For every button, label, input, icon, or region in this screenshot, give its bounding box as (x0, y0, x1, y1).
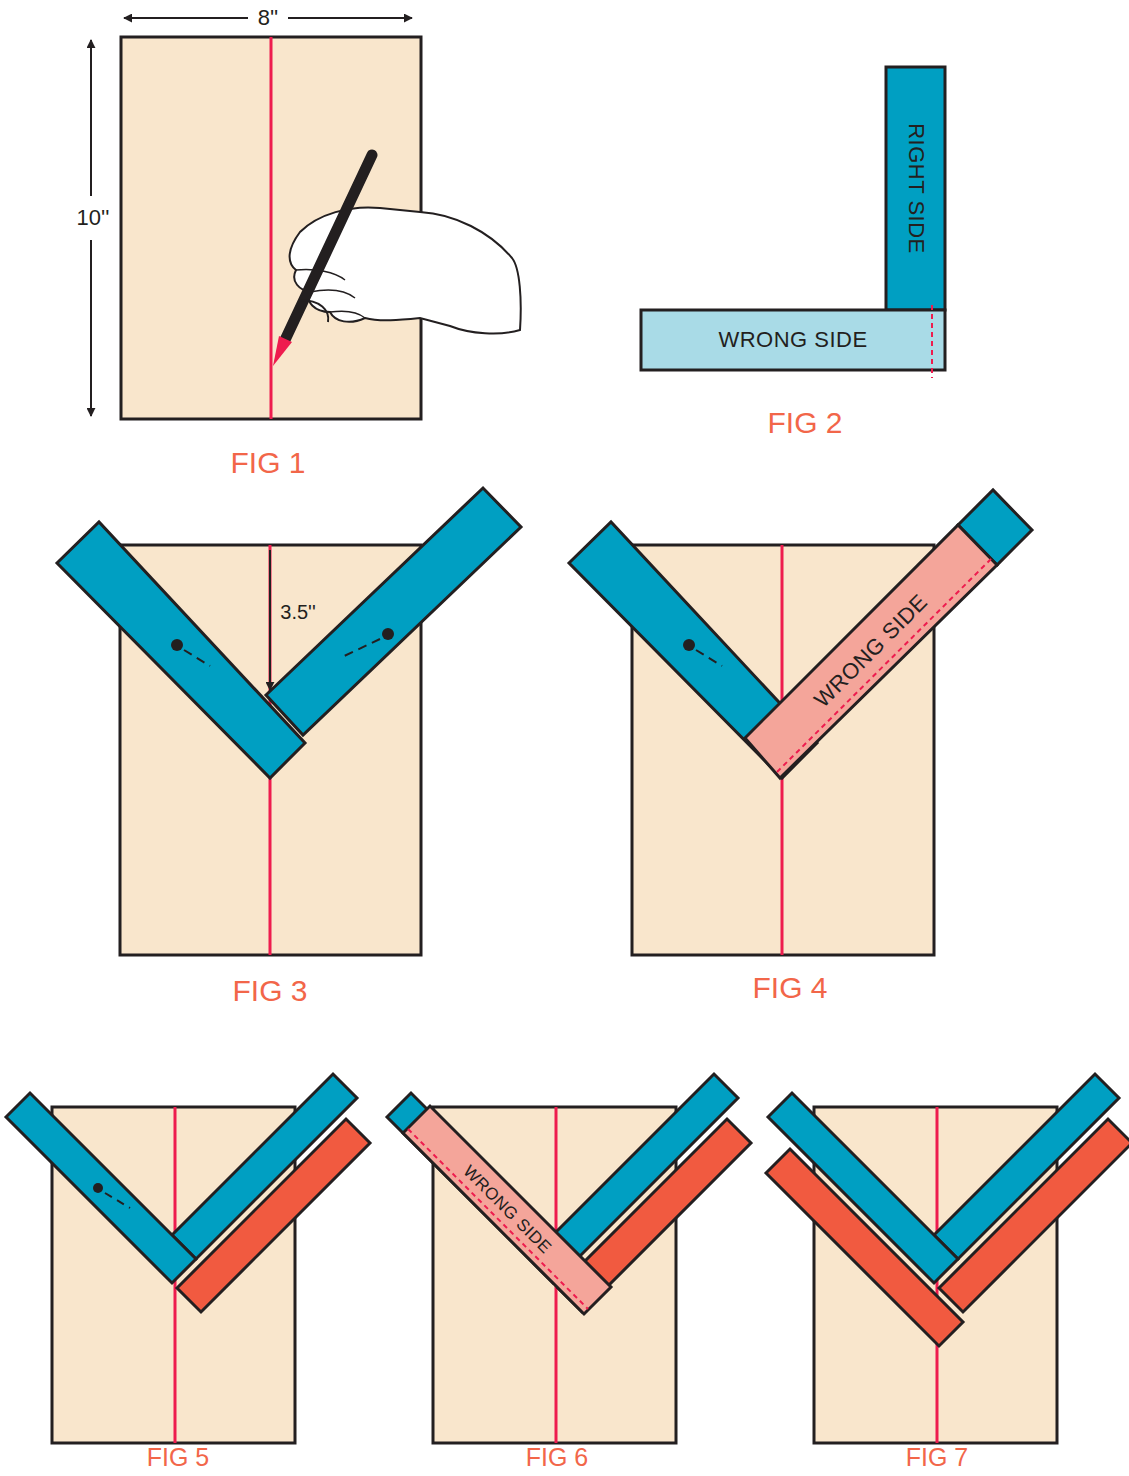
figure-caption: FIG 6 (523, 1444, 592, 1472)
binding-strip-label: WRONG SIDE (744, 524, 997, 777)
pin (683, 639, 695, 651)
binding-strip (177, 1119, 370, 1312)
pencil (285, 155, 372, 340)
dimension-arrow (90, 40, 92, 196)
figure-caption: FIG 4 (749, 971, 830, 1004)
dimension-arrow (269, 550, 271, 690)
seam-line (931, 305, 933, 378)
binding-strip (641, 310, 945, 370)
strip-side-label: WRONG SIDE (718, 328, 867, 352)
strip-side-label: WRONG SIDE (810, 590, 933, 713)
figure-caption: FIG 1 (227, 446, 308, 479)
figure-caption: FIG 7 (903, 1444, 972, 1472)
binding-strip-wrong-side (403, 1106, 611, 1314)
figure-caption: FIG 3 (229, 974, 310, 1007)
dimension-arrow (124, 17, 248, 19)
binding-strip (766, 1149, 963, 1346)
pin (93, 1183, 103, 1193)
hand (290, 207, 521, 333)
binding-strip-wrong-side (745, 525, 997, 778)
pin-shaft (184, 650, 210, 666)
dimension-arrow (90, 240, 92, 416)
strip-side-label: WRONG SIDE (459, 1162, 555, 1258)
binding-strip-label: RIGHT SIDE (886, 67, 945, 310)
binding-strip (266, 488, 521, 735)
center-line (270, 37, 273, 419)
dimension-label: 3.5'' (277, 601, 318, 623)
dimension-label: 8'' (255, 6, 282, 30)
binding-strip (57, 522, 305, 778)
binding-strip (939, 1119, 1129, 1312)
dimension-label: 10'' (74, 206, 113, 230)
binding-strip (6, 1093, 196, 1283)
pin-shaft (105, 1193, 130, 1208)
binding-strip-label: WRONG SIDE (641, 310, 945, 370)
seam-line (777, 559, 991, 772)
pin-shaft (340, 639, 380, 658)
thumb (300, 300, 328, 322)
pin-shaft (696, 650, 722, 666)
binding-strip-label: WRONG SIDE (403, 1106, 611, 1314)
strip-side-label: RIGHT SIDE (903, 123, 927, 254)
seam-line (408, 1129, 588, 1309)
binding-strip (886, 67, 945, 310)
dimension-arrow (288, 17, 412, 19)
pencil-tip (273, 336, 292, 366)
pin (171, 639, 183, 651)
figure-caption: FIG 5 (144, 1444, 213, 1472)
pin (382, 628, 394, 640)
figure-caption: FIG 2 (764, 406, 845, 439)
